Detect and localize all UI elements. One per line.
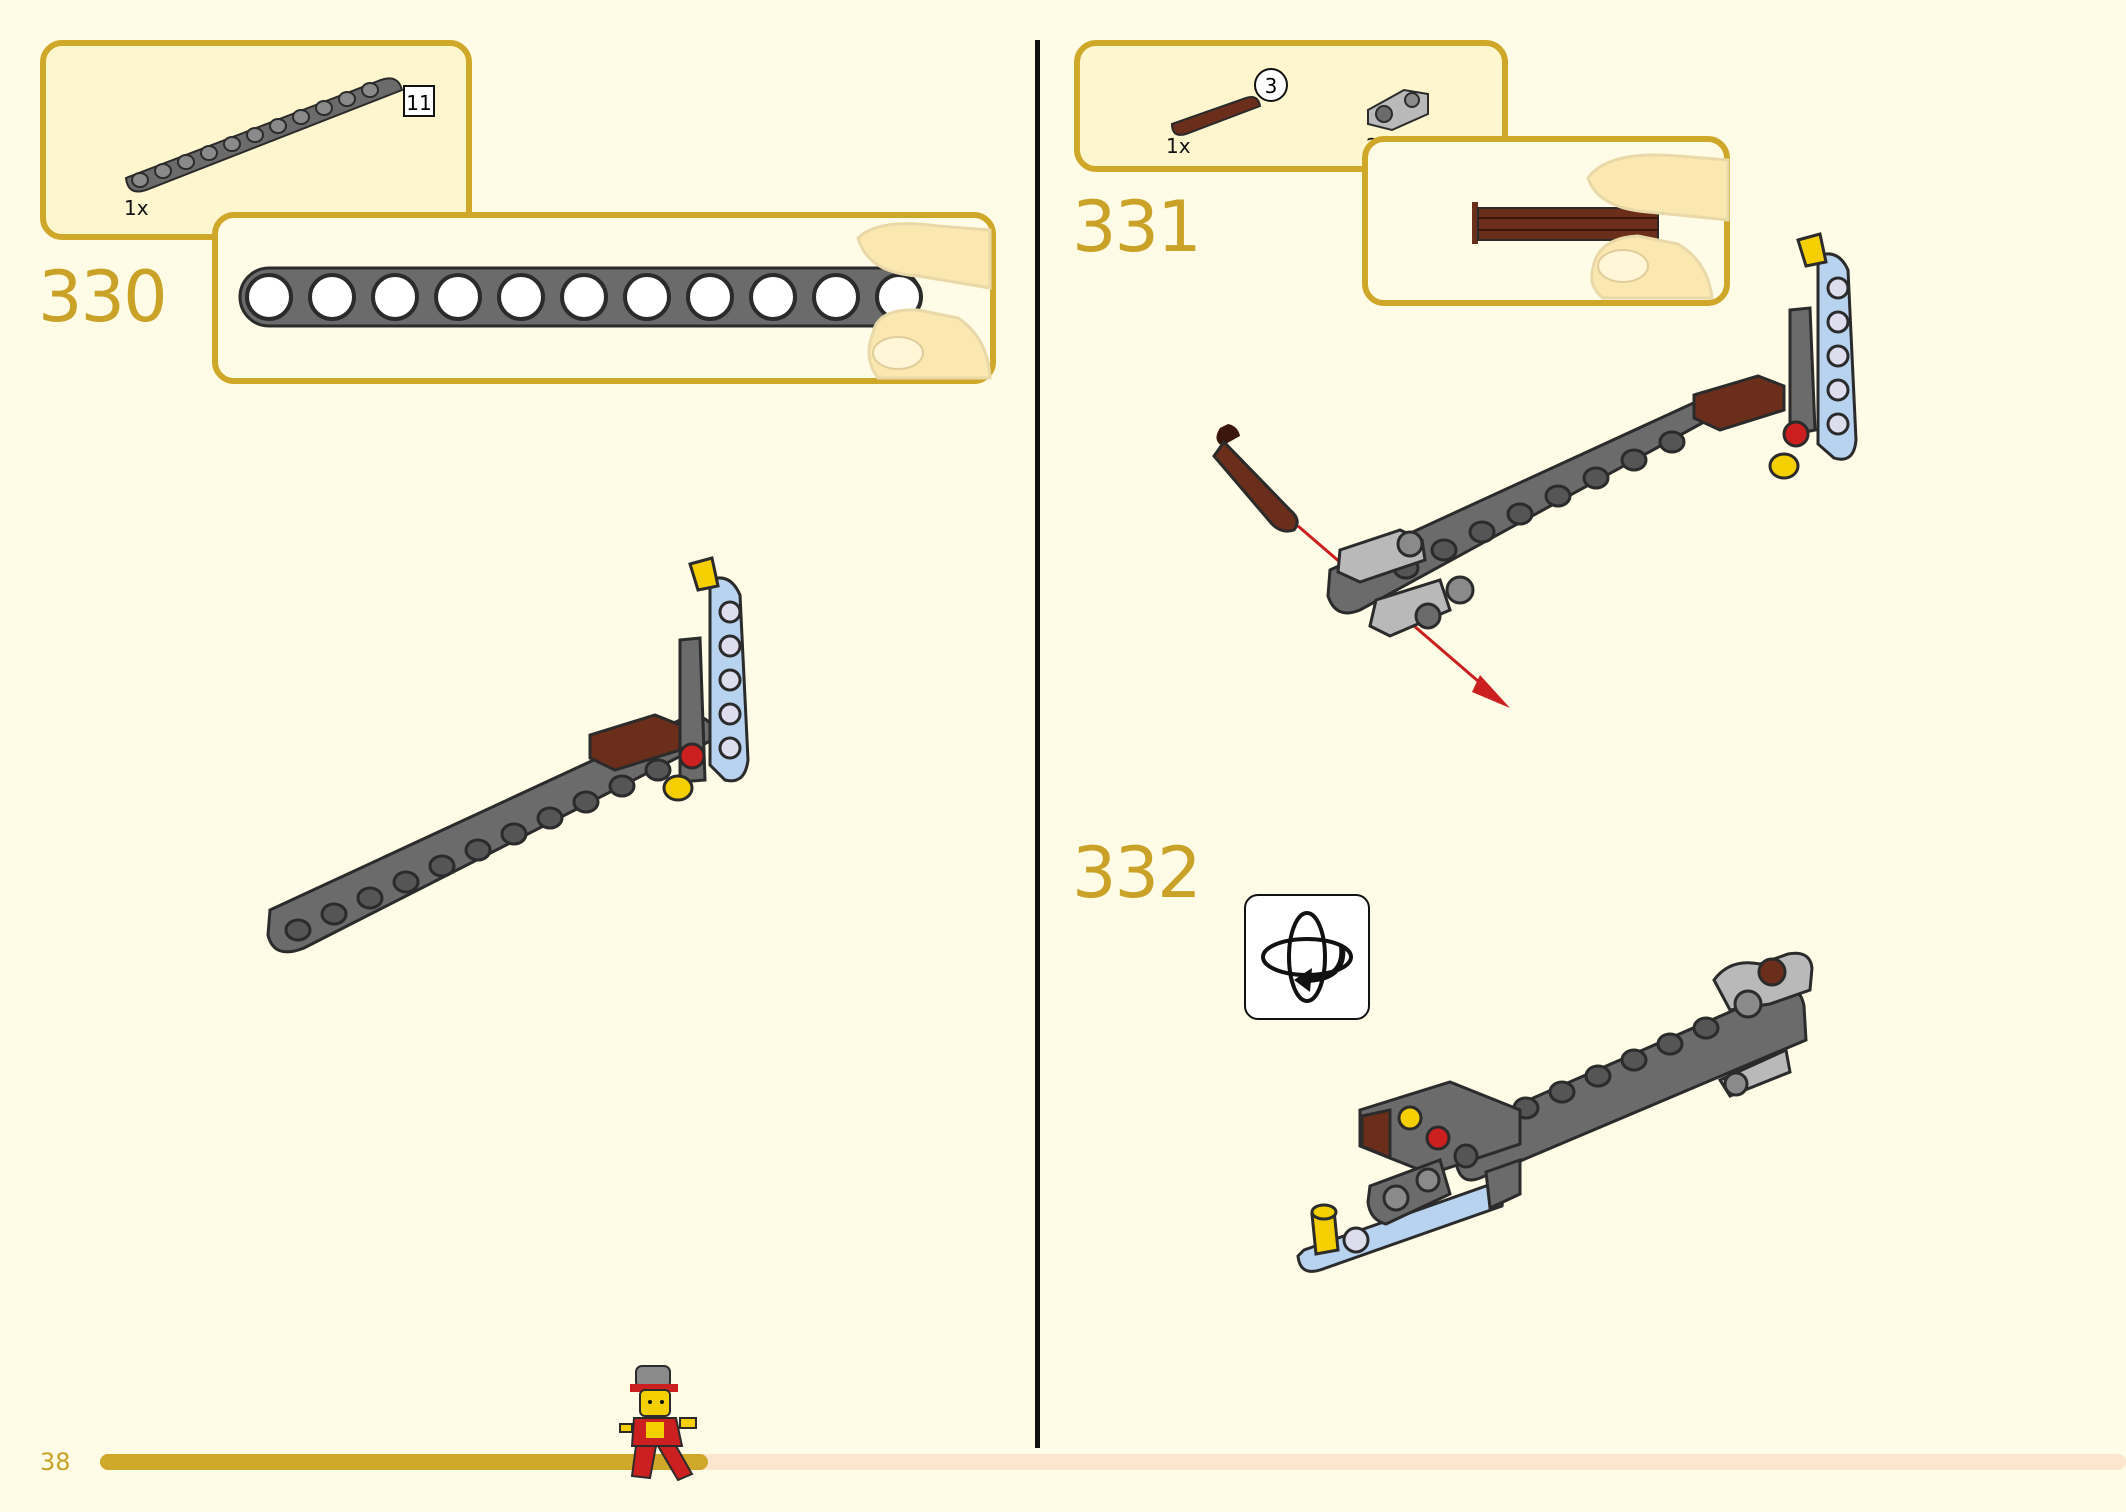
length-guide-331 [1362,136,1730,306]
minifigure-progress-marker [619,1365,697,1482]
axle-3-length-guide [1472,202,1659,244]
beam-11-length-guide [238,266,923,328]
axle-3-part-icon [1170,96,1262,136]
page-divider [1035,40,1040,1448]
rotate-model-icon [1244,894,1370,1020]
axle-quantity: 1x [1166,134,1191,158]
step-330-model [266,556,750,954]
part-quantity: 1x [124,196,149,220]
step-number-332: 332 [1072,832,1202,914]
finger-guide-icon [856,222,992,380]
length-guide-330 [212,212,996,384]
step-332-model [1296,951,1814,1273]
parts-callout-330: 11 1x [40,40,472,240]
page-number: 38 [40,1448,71,1476]
step-331-model [1212,232,1858,708]
finger-guide-icon-331 [1586,153,1730,300]
axle-length-label: 3 [1254,68,1288,102]
progress-track [100,1454,2126,1470]
progress-fill [100,1454,708,1470]
beam-11-part-icon [124,77,404,193]
step-number-331: 331 [1072,186,1202,268]
axle-pin-connector-icon [1367,88,1429,132]
part-length-label: 11 [403,85,435,117]
step-number-330: 330 [38,256,168,338]
